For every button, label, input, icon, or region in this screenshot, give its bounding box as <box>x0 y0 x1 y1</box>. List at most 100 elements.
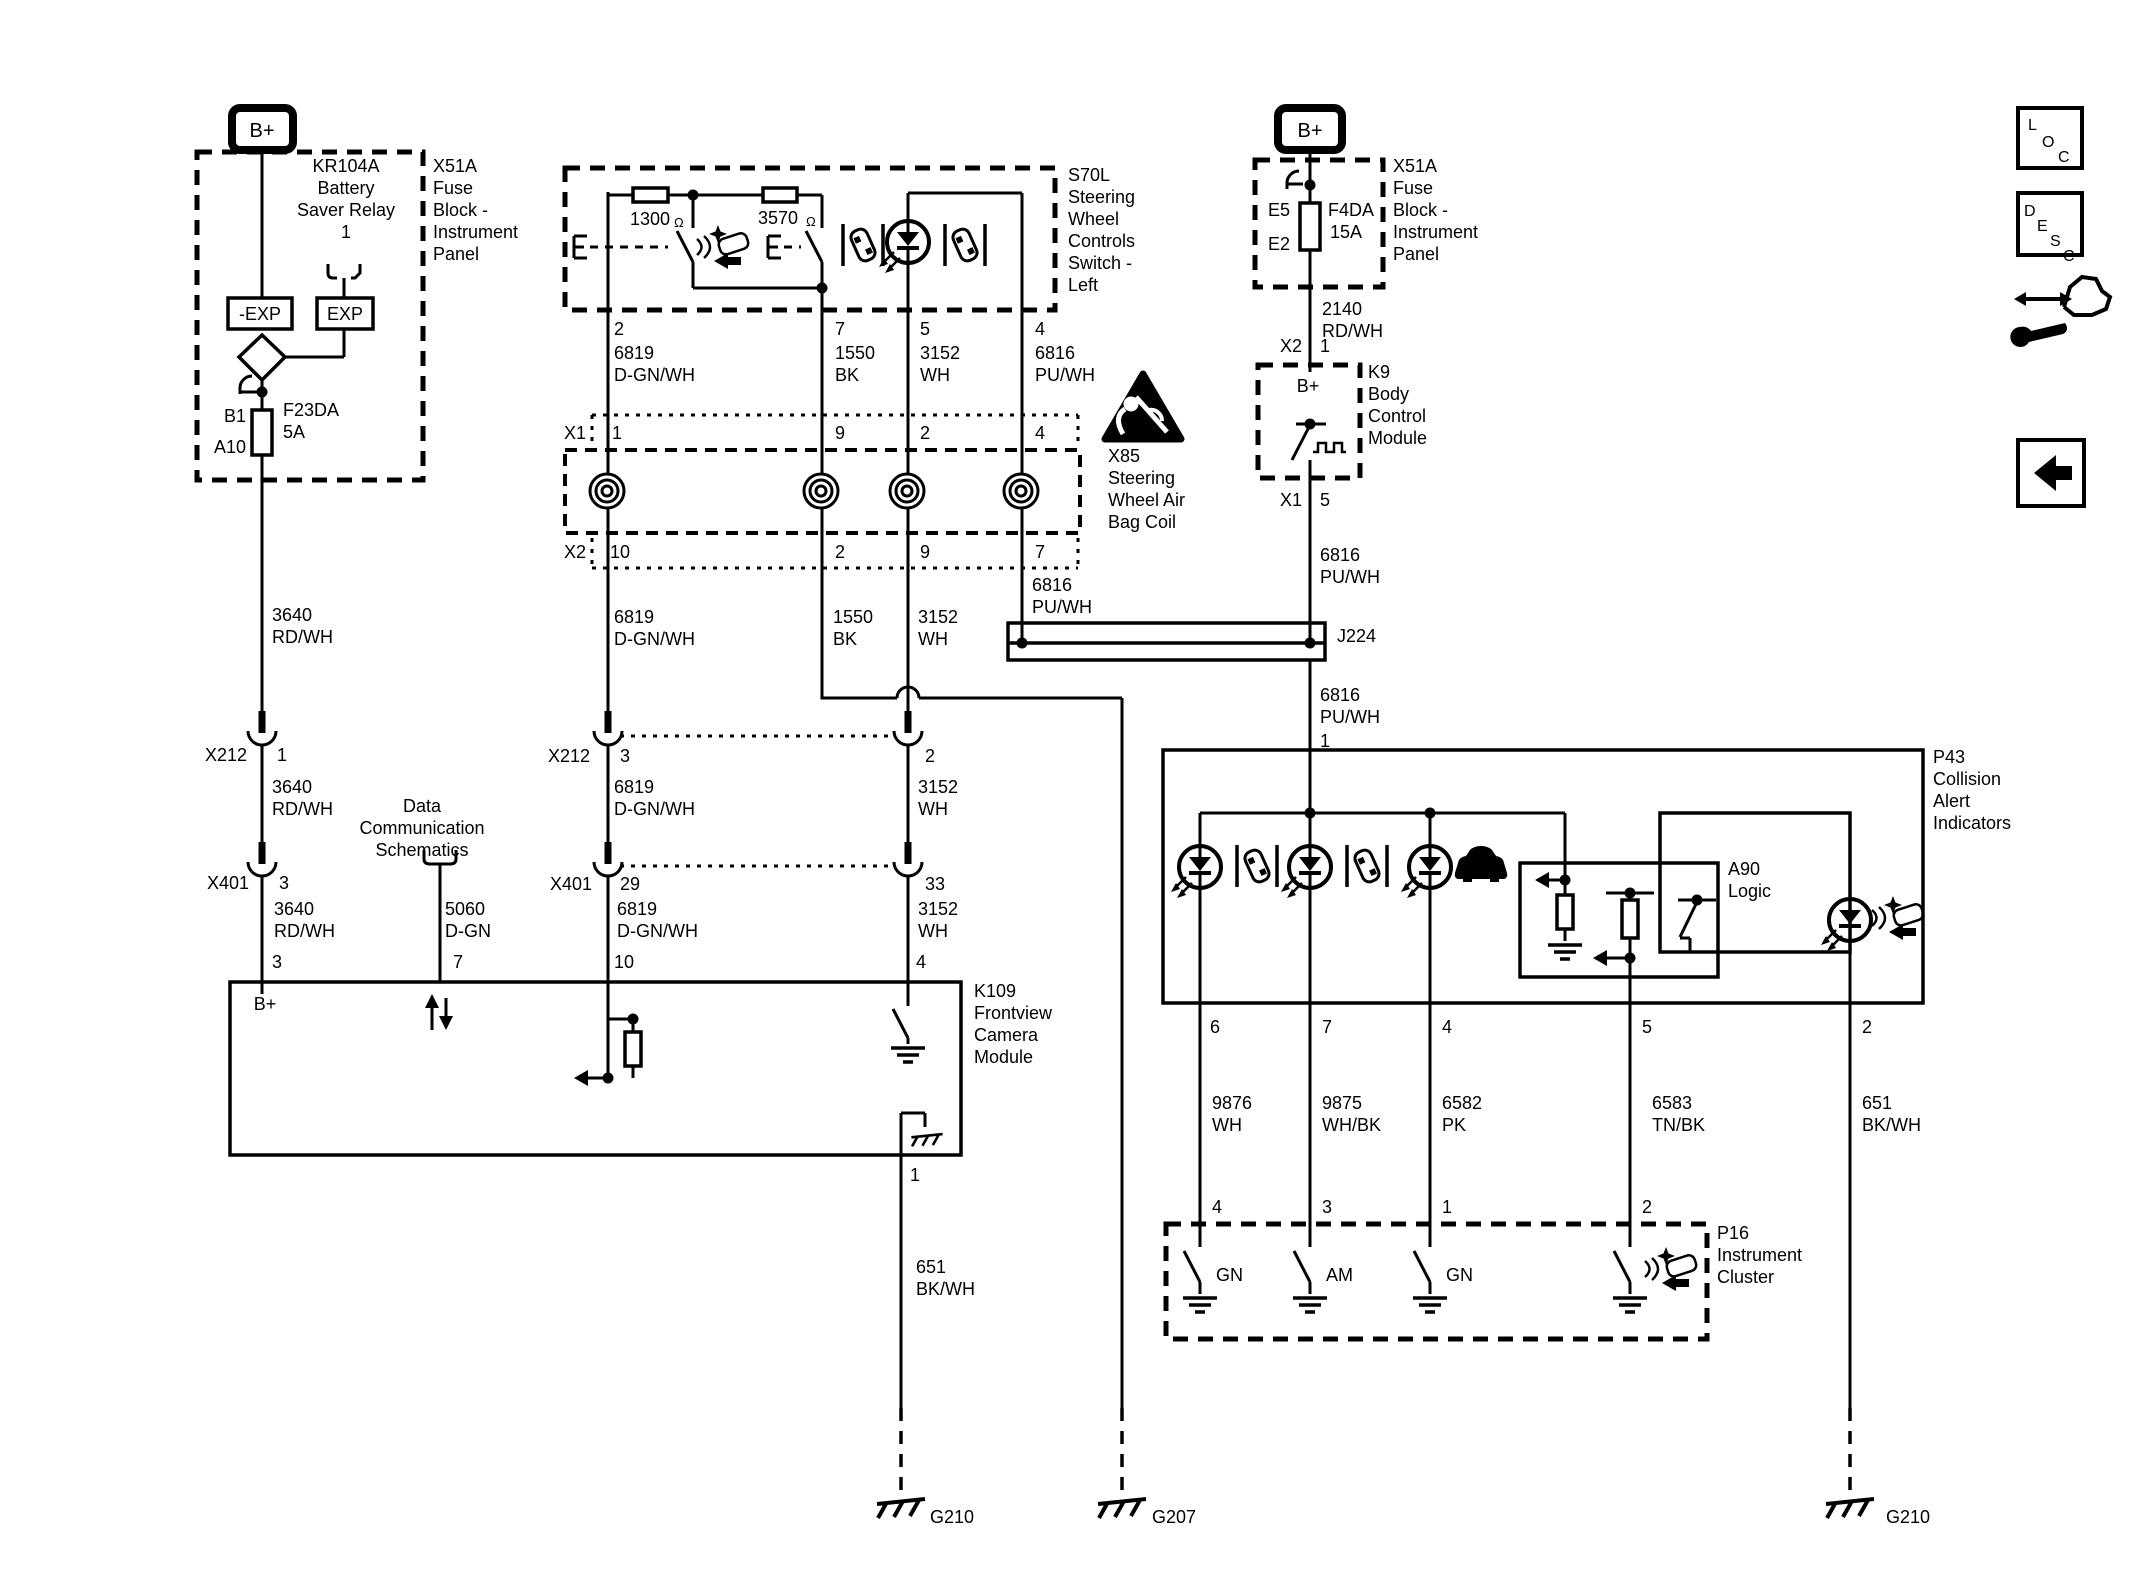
vehicle-ahead-icon <box>1454 846 1508 882</box>
ground-label: G210 <box>1886 1507 1930 1527</box>
wire-label: RD/WH <box>272 627 333 647</box>
relay-diamond-junction <box>236 332 288 383</box>
connector-pin: 1 <box>277 745 287 765</box>
desc-letter: D <box>2024 203 2036 220</box>
wire-label: WH <box>920 365 950 385</box>
p16-internals <box>1181 1245 1699 1314</box>
x51a-left-name: Block - <box>433 200 488 220</box>
wire-label: 1550 <box>835 343 875 363</box>
wire-label: 3152 <box>920 343 960 363</box>
airbag-coil-icon <box>588 472 626 510</box>
led-icon <box>1169 844 1223 900</box>
wire-label: BK <box>835 365 859 385</box>
nav-connector-info-button[interactable] <box>2010 274 2113 347</box>
connector-label: X212 <box>548 746 590 766</box>
wire-label: PU/WH <box>1032 597 1092 617</box>
wire-hop <box>895 685 921 699</box>
internal-resistor-icon <box>1555 893 1575 931</box>
wire-label: 6819 <box>617 899 657 919</box>
chassis-ground-icon <box>875 1497 927 1520</box>
connector-pin: 4 <box>1035 423 1045 443</box>
wire-label: RD/WH <box>272 799 333 819</box>
connector-pin: 9 <box>920 542 930 562</box>
x401-connector-icon <box>594 842 622 876</box>
connector-pin: 3 <box>620 746 630 766</box>
wire-label: PU/WH <box>1035 365 1095 385</box>
nav-desc-button[interactable]: D E S C <box>2016 191 2084 265</box>
x401-connector-icon <box>248 842 276 876</box>
x1-x2-connector-bands <box>590 413 1080 570</box>
led-icon <box>1399 844 1453 900</box>
airbag-coil-icon <box>802 472 840 510</box>
bplus-left: B+ <box>228 104 297 154</box>
kr104a-name: KR104A <box>312 156 379 176</box>
wire-label: D-GN/WH <box>614 799 695 819</box>
nav-back-button[interactable] <box>2016 438 2086 508</box>
x212-connector-icon <box>894 711 922 745</box>
module-pin: 4 <box>1442 1017 1452 1037</box>
connector-label: X2 <box>564 542 586 562</box>
wire-label: 6583 <box>1652 1093 1692 1113</box>
connector-hook-icon <box>238 374 257 394</box>
k109-camera-box <box>228 980 963 1157</box>
s70l-name: Wheel <box>1068 209 1119 229</box>
k9-name: Control <box>1368 406 1426 426</box>
fuse-rating-label: 15A <box>1330 222 1362 242</box>
fuse-rating-label: 5A <box>283 422 305 442</box>
resistor-value: 3570 <box>758 208 798 228</box>
loc-letter: O <box>2042 134 2054 151</box>
connector-pin: 9 <box>835 423 845 443</box>
wire-label: BK/WH <box>1862 1115 1921 1135</box>
led-icon <box>1819 897 1873 953</box>
chassis-ground-icon <box>1096 1497 1148 1520</box>
module-pin: 4 <box>1212 1197 1222 1217</box>
fuse-pin-label: B1 <box>224 406 246 426</box>
wire-label: 3152 <box>918 607 958 627</box>
wire-label: 9876 <box>1212 1093 1252 1113</box>
airbag-coil-icon <box>888 472 926 510</box>
wire-label: PK <box>1442 1115 1466 1135</box>
logic-arrow-icon <box>1535 872 1549 888</box>
lane-keep-icon <box>943 222 987 268</box>
vehicle-outline-icon <box>2062 274 2113 317</box>
x51a-left-name: Fuse <box>433 178 473 198</box>
wire-label: PU/WH <box>1320 567 1380 587</box>
wire-label: 5060 <box>445 899 485 919</box>
fuse-pin-label: E2 <box>1268 234 1290 254</box>
x51a-right-internals <box>1285 169 1322 252</box>
nav-loc-button[interactable]: L O C <box>2016 106 2084 170</box>
p16-name: P16 <box>1717 1223 1749 1243</box>
data-comm-label: Schematics <box>375 840 468 860</box>
indicator-label: GN <box>1446 1265 1473 1285</box>
a90-name: A90 <box>1728 859 1760 879</box>
loc-letter: C <box>2058 149 2070 166</box>
desc-letter: E <box>2037 218 2048 235</box>
resistor-value: 1300 <box>630 209 670 229</box>
connector-label: X2 <box>1280 336 1302 356</box>
connector-hook-icon <box>1285 169 1303 189</box>
module-pin: 6 <box>1210 1017 1220 1037</box>
input-arrow-icon <box>574 1070 588 1086</box>
resistor-1300-icon <box>631 186 670 204</box>
s70l-pin: 4 <box>1035 319 1045 339</box>
connector-label: X401 <box>550 874 592 894</box>
s70l-name: S70L <box>1068 165 1110 185</box>
wire-label: 2140 <box>1322 299 1362 319</box>
wire-label: 6816 <box>1320 685 1360 705</box>
connector-pin: 10 <box>610 542 630 562</box>
fuse-f4da-icon <box>1298 201 1322 252</box>
wire-label: D-GN/WH <box>614 365 695 385</box>
detent-bracket-icon <box>766 234 781 260</box>
p43-internals <box>1169 843 1926 966</box>
module-pin: 10 <box>614 952 634 972</box>
wire-label: 3640 <box>272 605 312 625</box>
connector-label: X1 <box>564 423 586 443</box>
wire-label: BK <box>833 629 857 649</box>
module-pin: 1 <box>1442 1197 1452 1217</box>
resistor-3570-icon <box>761 186 799 204</box>
wire-label: 3152 <box>918 777 958 797</box>
pwm-squarewave-icon <box>1313 441 1346 454</box>
module-pin: 7 <box>453 952 463 972</box>
k9-bplus: B+ <box>1297 376 1320 396</box>
